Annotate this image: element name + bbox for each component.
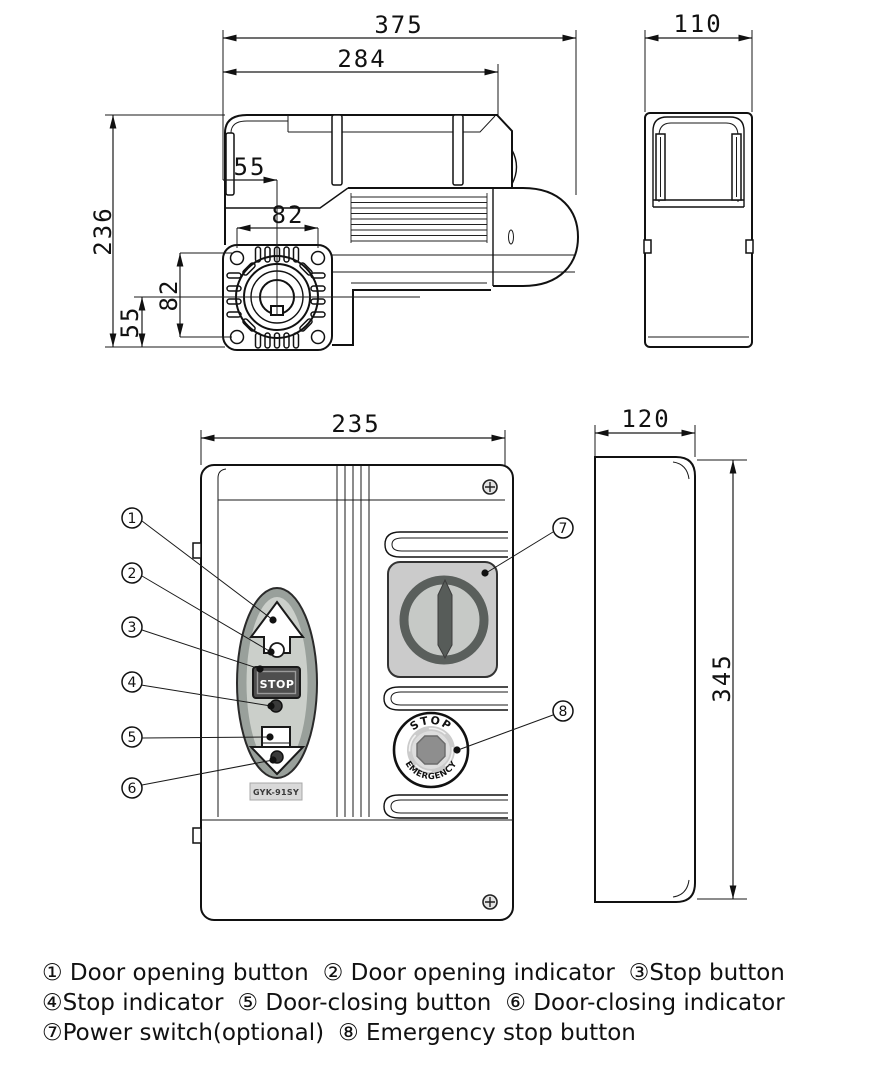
callout-6-num: 6 [128, 781, 137, 797]
legend-item-emergency-stop-button: ⑧ Emergency stop button [338, 1020, 636, 1046]
dim-panel-height: 345 [708, 653, 736, 702]
motor-end-cap [493, 187, 580, 287]
callouts: 1 2 3 4 5 6 7 [121, 507, 574, 799]
panel-side-dimensions: 120 345 [594, 405, 747, 900]
dim-panel-depth: 120 [621, 405, 670, 433]
dim-overall-width: 375 [374, 11, 423, 39]
button-pad: STOP [236, 587, 318, 779]
callout-2-num: 2 [128, 566, 137, 582]
legend-item-door-opening-button: ① Door opening button [42, 960, 309, 986]
side-bracket-base [653, 199, 744, 208]
dim-shaft-offset-y: 55 [116, 306, 144, 339]
panel-front-dimensions: 235 [200, 410, 506, 465]
emergency-stop-button[interactable]: STOP EMERGENCY [392, 711, 470, 789]
callout-7: 7 [552, 517, 574, 539]
motor-front-dimensions: 375 284 55 82 236 82 55 [89, 11, 577, 348]
fin-block-edges [350, 193, 488, 243]
flange-bolt-hole [229, 329, 245, 345]
mount-slot-mid [331, 114, 343, 186]
legend-item-stop-button: ③Stop button [628, 960, 785, 986]
housing-side-bump [511, 149, 518, 185]
end-cap-detail [508, 229, 514, 245]
control-box-side-view: 120 345 [594, 405, 747, 903]
panel-side-tab-lower [192, 827, 202, 844]
callout-3: 3 [121, 616, 143, 638]
callout-5-num: 5 [128, 730, 137, 746]
legend-row-1: ① Door opening button ② Door opening indi… [42, 958, 852, 988]
dim-body-width: 284 [337, 45, 386, 73]
motor-housing-outline [224, 114, 513, 245]
screw-top-right [482, 479, 498, 495]
motor-side-outline [644, 112, 753, 348]
flange-bolt-hole [229, 250, 245, 266]
motor-side-dimensions: 110 [644, 10, 753, 112]
side-bracket-inner [658, 122, 739, 202]
screw-bottom-right [482, 894, 498, 910]
housing-inner-corner [230, 120, 288, 134]
motor-front-view: 375 284 55 82 236 82 55 [89, 11, 580, 351]
dim-panel-width: 235 [331, 410, 380, 438]
callout-1: 1 [121, 507, 143, 529]
panel-grooves [383, 531, 508, 819]
callout-8-num: 8 [559, 704, 568, 720]
legend-item-stop-indicator: ④Stop indicator [42, 990, 224, 1016]
control-box-front-view: STOP GYK-91SY STOP [121, 410, 574, 921]
gearcase-edge [332, 290, 354, 346]
motor-fins [351, 196, 487, 242]
stop-button[interactable]: STOP [252, 666, 301, 699]
callout-4: 4 [121, 671, 143, 693]
mount-slot-right [452, 114, 464, 186]
legend-item-door-closing-button: ⑤ Door-closing button [237, 990, 492, 1016]
dim-overall-height: 236 [89, 206, 117, 255]
legend: ① Door opening button ② Door opening indi… [42, 958, 852, 1048]
callout-7-num: 7 [559, 521, 568, 537]
legend-row-2: ④Stop indicator ⑤ Door-closing button ⑥ Do… [42, 988, 852, 1018]
side-clip-left [643, 239, 652, 254]
callout-2: 2 [121, 562, 143, 584]
flange-vent-slots [226, 246, 326, 349]
motor-body-lines [332, 254, 575, 284]
panel-center-ribs [336, 466, 370, 817]
callout-4-num: 4 [128, 675, 137, 691]
dim-hole-pitch-y: 82 [155, 279, 183, 312]
panel-side-inner-curves [672, 461, 690, 898]
callout-3-num: 3 [128, 620, 137, 636]
motor-side-view: 110 [643, 10, 754, 348]
legend-row-3: ⑦Power switch(optional) ⑧ Emergency stop … [42, 1018, 852, 1048]
housing-inner-top [288, 115, 496, 133]
dim-hole-pitch-x: 82 [272, 201, 305, 229]
side-bracket-outer [652, 116, 745, 207]
callout-6: 6 [121, 777, 143, 799]
dim-shaft-offset-x: 55 [234, 153, 267, 181]
stop-button-label: STOP [260, 678, 295, 691]
legend-item-power-switch: ⑦Power switch(optional) [42, 1020, 325, 1046]
panel-side-outline [594, 456, 696, 903]
callout-target-dots [256, 569, 489, 764]
estop-ring-highlight [408, 727, 454, 773]
housing-lower-edge [225, 187, 349, 209]
control-box-outline [200, 464, 514, 921]
panel-side-tab-upper [192, 542, 202, 559]
legend-item-door-opening-indicator: ② Door opening indicator [322, 960, 615, 986]
model-label: GYK-91SY [253, 788, 299, 797]
flange-bolt-hole [310, 329, 326, 345]
dim-motor-depth: 110 [673, 10, 722, 38]
callout-5: 5 [121, 726, 143, 748]
panel-inner-left-line [217, 468, 227, 817]
legend-item-door-closing-indicator: ⑥ Door-closing indicator [505, 990, 785, 1016]
flange-bolt-hole [310, 250, 326, 266]
callout-8: 8 [552, 700, 574, 722]
power-switch[interactable] [387, 561, 498, 678]
drawing-canvas: 375 284 55 82 236 82 55 110 [89, 10, 754, 921]
side-clip-right [745, 239, 754, 254]
callout-1-num: 1 [128, 511, 137, 527]
power-switch-knob[interactable] [437, 578, 453, 660]
model-plate: GYK-91SY [249, 782, 303, 801]
estop-mushroom[interactable] [416, 735, 446, 765]
